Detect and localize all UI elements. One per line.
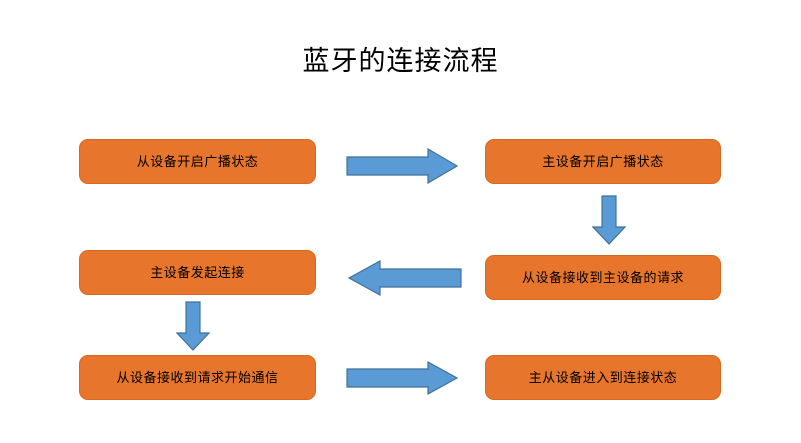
- arrow-right-icon: [346, 361, 458, 395]
- flow-node-label: 从设备开启广播状态: [136, 154, 259, 169]
- flow-node-slave-start-comm[interactable]: 从设备接收到请求开始通信: [79, 355, 316, 400]
- flow-node-slave-start-broadcast[interactable]: 从设备开启广播状态: [79, 139, 316, 184]
- flow-node-label: 主从设备进入到连接状态: [528, 370, 678, 385]
- flow-node-master-start-broadcast[interactable]: 主设备开启广播状态: [485, 139, 721, 184]
- arrow-down-icon: [176, 301, 210, 351]
- flow-node-slave-receive-request[interactable]: 从设备接收到主设备的请求: [485, 255, 721, 300]
- arrow-right-icon: [346, 148, 458, 184]
- flow-node-devices-connected[interactable]: 主从设备进入到连接状态: [485, 355, 721, 400]
- arrow-down-icon: [592, 195, 626, 245]
- flow-node-label: 从设备接收到请求开始通信: [116, 370, 279, 385]
- flow-node-label: 主设备发起连接: [150, 265, 245, 280]
- arrow-left-icon: [348, 260, 462, 296]
- flow-node-master-initiate-connect[interactable]: 主设备发起连接: [79, 250, 316, 295]
- flow-node-label: 主设备开启广播状态: [542, 154, 664, 169]
- flow-node-label: 从设备接收到主设备的请求: [521, 270, 684, 285]
- slide-title: 蓝牙的连接流程: [302, 46, 499, 76]
